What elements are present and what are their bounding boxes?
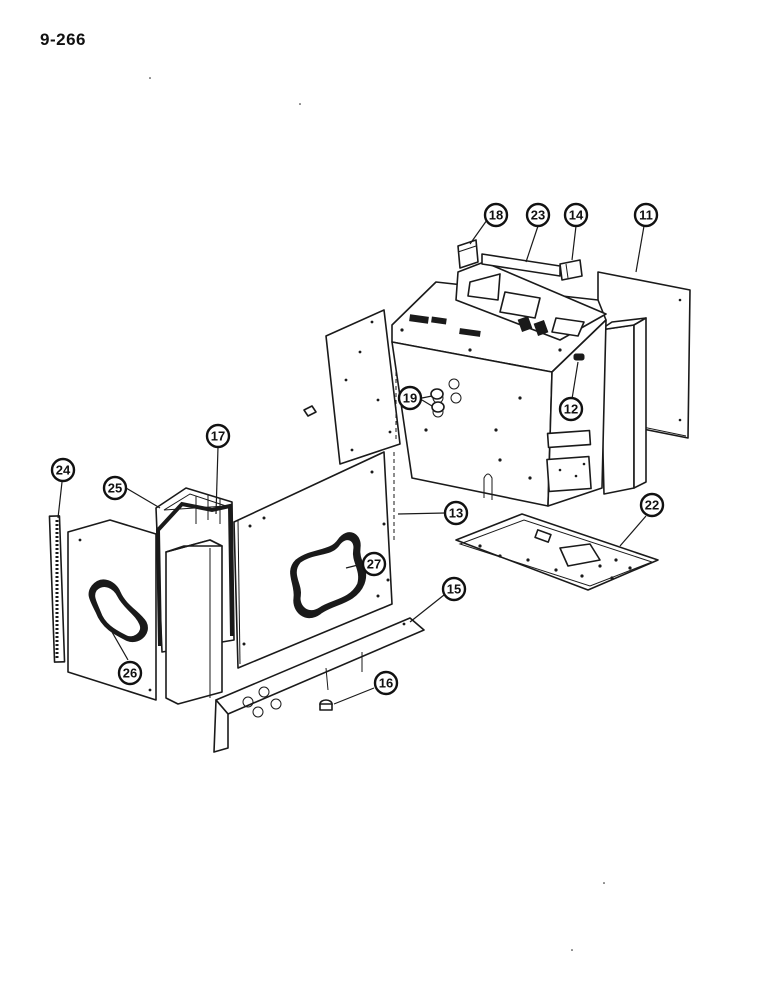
callout-14-label: 14 xyxy=(569,208,584,223)
part-right-side-column xyxy=(599,317,647,495)
callout-19-label: 19 xyxy=(403,391,417,406)
callout-17: 17 xyxy=(205,423,231,449)
callout-22-label: 22 xyxy=(645,498,659,513)
callout-24-label: 24 xyxy=(56,463,71,478)
callout-23: 23 xyxy=(525,202,551,228)
callout-16: 16 xyxy=(373,670,399,696)
part-13-large-side-panel xyxy=(233,451,393,669)
callout-11-label: 11 xyxy=(639,208,653,223)
callout-22: 22 xyxy=(639,492,665,518)
part-18-bracket xyxy=(457,239,479,269)
callout-27: 27 xyxy=(361,551,387,577)
callout-23-label: 23 xyxy=(531,208,545,223)
callout-27-label: 27 xyxy=(367,557,381,572)
part-main-console xyxy=(391,261,607,507)
part-19-grommets xyxy=(430,388,445,413)
callout-18: 18 xyxy=(483,202,509,228)
callout-12-label: 12 xyxy=(564,402,578,417)
callout-16-label: 16 xyxy=(379,676,393,691)
part-left-panel xyxy=(67,519,157,701)
callout-25-label: 25 xyxy=(108,481,122,496)
part-23-strip xyxy=(481,253,561,277)
part-14-switch xyxy=(559,259,583,281)
callout-24: 24 xyxy=(50,457,76,483)
callout-12: 12 xyxy=(558,396,584,422)
part-small-bolt xyxy=(303,405,317,417)
part-25-edge-trim xyxy=(155,501,234,647)
callout-15-label: 15 xyxy=(447,582,461,597)
part-16-plug xyxy=(319,699,333,711)
part-front-column-box xyxy=(165,539,223,705)
callout-13: 13 xyxy=(443,500,469,526)
part-12-clip xyxy=(573,353,585,361)
part-24-trim-strip xyxy=(48,515,66,663)
callout-13-label: 13 xyxy=(449,506,463,521)
callout-26-label: 26 xyxy=(123,666,137,681)
part-15-step-plate xyxy=(213,617,425,753)
callout-19: 19 xyxy=(397,385,423,411)
page-number: 9-266 xyxy=(40,30,86,49)
callout-18-label: 18 xyxy=(489,208,503,223)
callout-26: 26 xyxy=(117,660,143,686)
callout-11: 11 xyxy=(633,202,659,228)
part-upper-side-panel xyxy=(325,309,401,465)
callout-15: 15 xyxy=(441,576,467,602)
callout-17-label: 17 xyxy=(211,429,225,444)
callout-14: 14 xyxy=(563,202,589,228)
part-22-floor-plate xyxy=(455,513,659,591)
scan-specks xyxy=(149,77,605,951)
leader-lines xyxy=(57,219,647,705)
callout-25: 25 xyxy=(102,475,128,501)
